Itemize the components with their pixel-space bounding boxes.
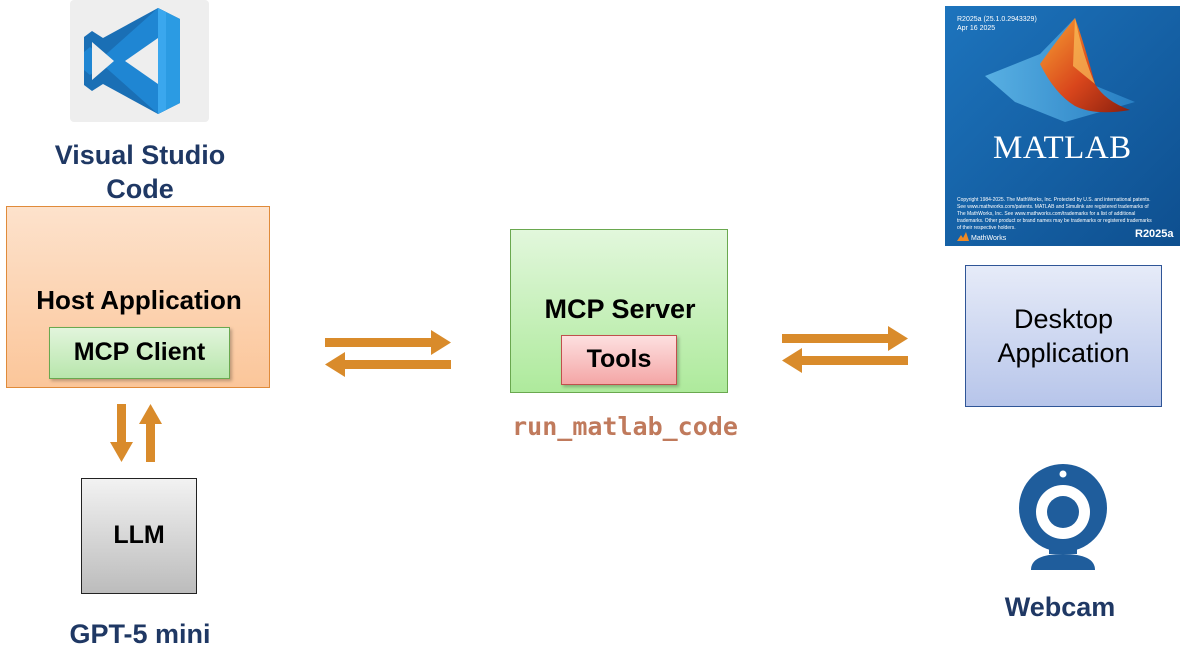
host-server-arrows [325,330,451,377]
host-application-box: Host Application MCP Client [6,206,270,388]
copyright-line: Copyright 1984-2025. The MathWorks, Inc.… [957,197,1151,203]
matlab-copyright: Copyright 1984-2025. The MathWorks, Inc.… [957,197,1172,232]
copyright-line: The MathWorks, Inc. See www.mathworks.co… [957,211,1136,217]
vscode-logo [70,0,209,122]
llm-box: LLM [81,478,197,594]
server-desktop-arrows [782,326,908,373]
mathworks-logo-icon [957,232,969,241]
matlab-release-line: R2025a (25.1.0.2943329) [957,16,1037,23]
desktop-application-box: Desktop Application [965,265,1162,407]
desktop-line1: Desktop [1013,304,1114,334]
matlab-wordmark: MATLAB [993,130,1132,166]
matlab-splash-screen: R2025a (25.1.0.2943329) Apr 16 2025 MATL… [945,6,1180,246]
copyright-line: trademarks. Other product or brand names… [957,218,1152,224]
right-arrow-head [888,326,908,351]
left-arrow-head [325,352,345,377]
desktop-line2: Application [997,338,1130,368]
host-application-title: Host Application [36,285,242,315]
vscode-icon [84,8,180,114]
webcam-base [1031,554,1095,570]
host-app-name-line2: Code [106,174,174,204]
left-arrow-shaft [341,360,451,369]
down-arrow-shaft [117,404,126,444]
mathworks-vendor: MathWorks [971,235,1007,242]
tools-box: Tools [561,335,677,385]
webcam-label: Webcam [1004,592,1116,622]
up-arrow-head [139,404,162,424]
matlab-membrane-logo [985,18,1135,122]
up-arrow-shaft [146,422,155,462]
mcp-client-box: MCP Client [49,327,230,379]
webcam-icon [1019,464,1107,570]
copyright-line: of their respective holders. [957,225,1016,231]
mcp-server-box: MCP Server Tools [510,229,728,393]
right-arrow-head [431,330,451,355]
webcam-lens [1047,496,1079,528]
webcam-indicator [1059,470,1067,478]
down-arrow-head [110,442,133,462]
matlab-version-badge: R2025a [1135,228,1174,240]
llm-model-name: GPT-5 mini [69,619,211,649]
left-arrow-head [782,348,802,373]
host-app-name-line1: Visual Studio [54,140,226,170]
right-arrow-shaft [782,334,892,343]
mcp-server-title: MCP Server [544,294,696,324]
right-arrow-shaft [325,338,435,347]
left-arrow-shaft [798,356,908,365]
host-llm-arrows [110,404,162,462]
tool-name: run_matlab_code [512,412,738,441]
matlab-date-line: Apr 16 2025 [957,25,996,32]
copyright-line: See www.mathworks.com/patents. MATLAB an… [957,204,1149,210]
